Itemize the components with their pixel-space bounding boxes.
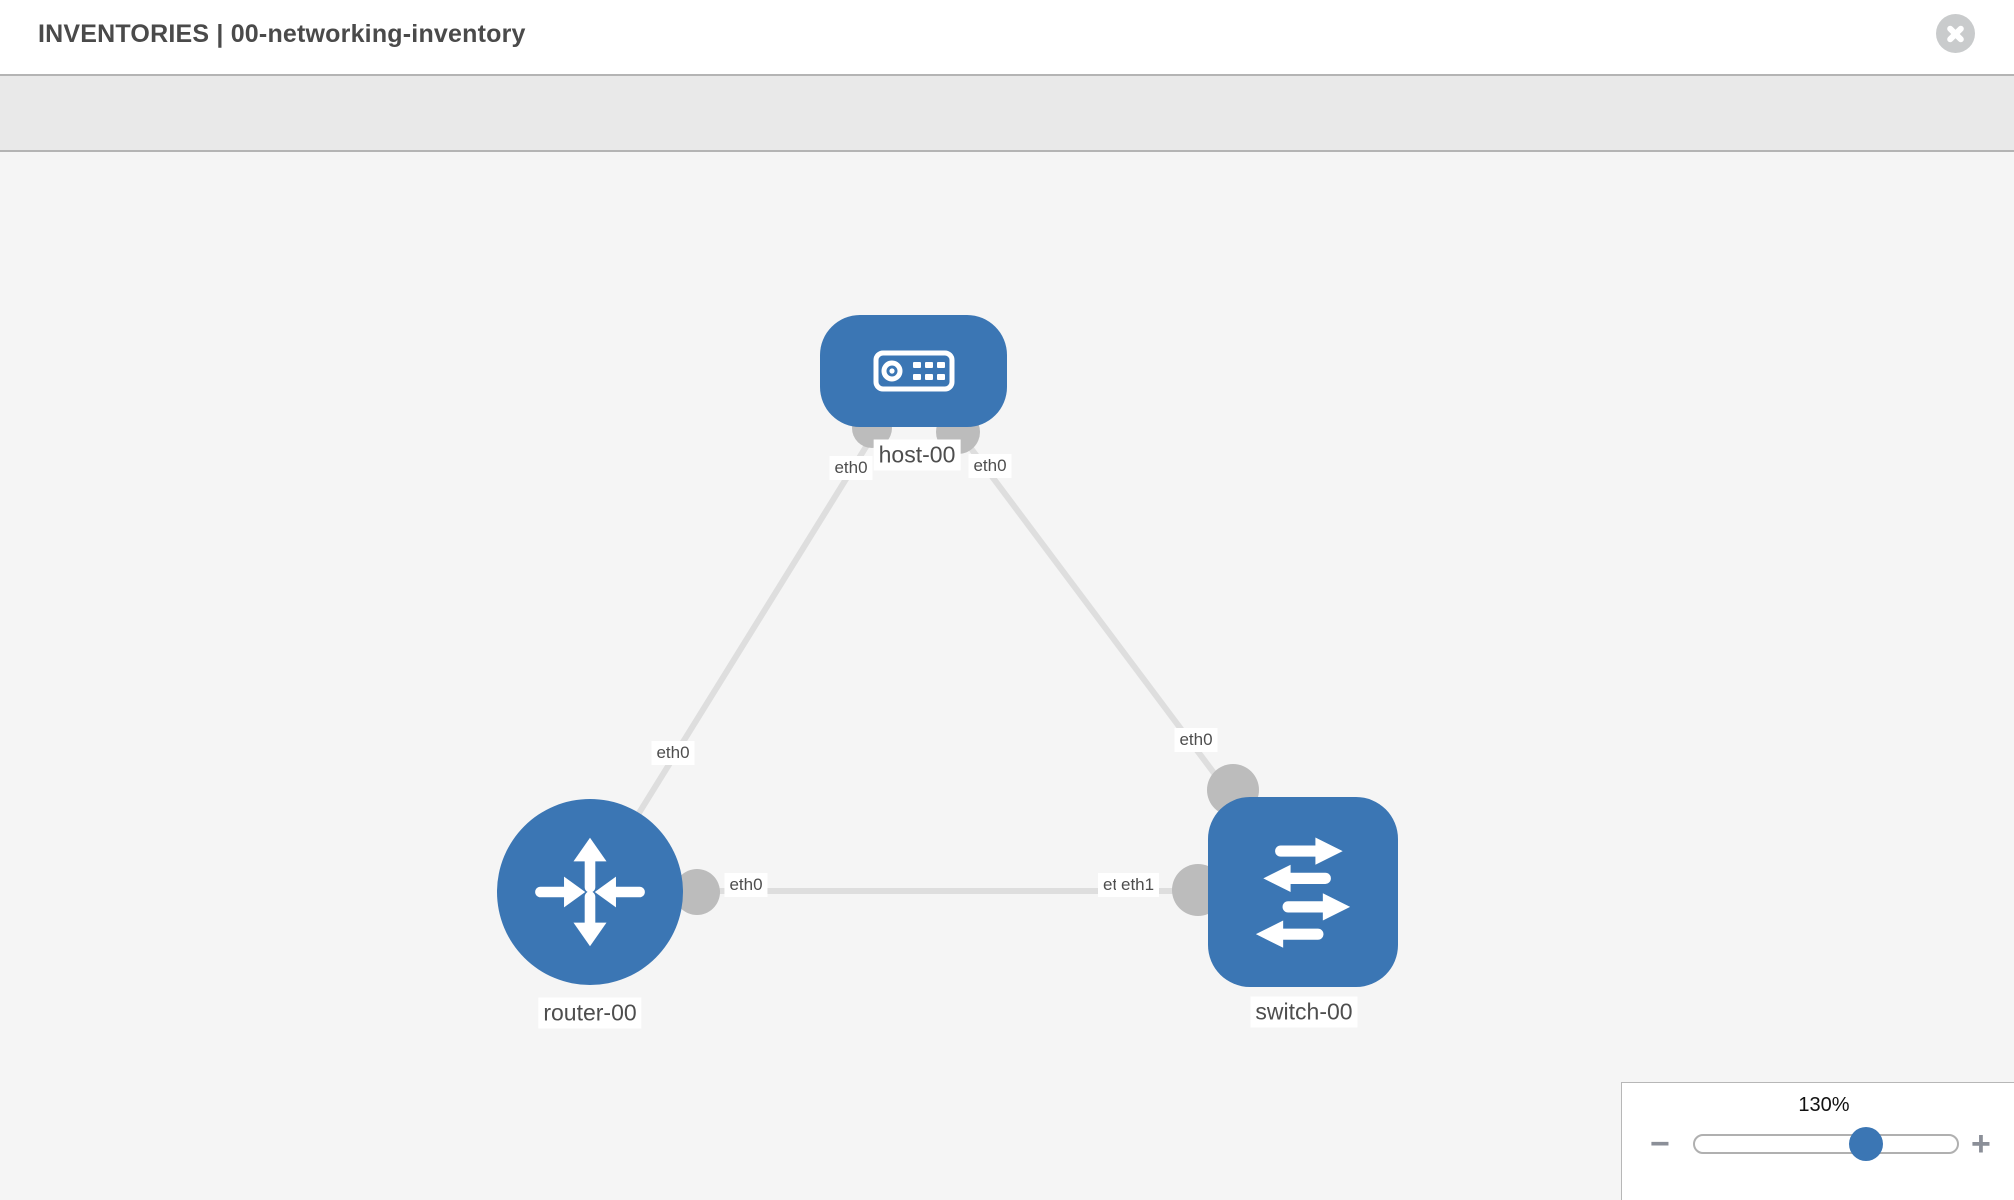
- interface-label-eth0: eth0: [829, 456, 873, 480]
- toolbar: ACTIONS SEARCH: [0, 74, 2014, 217]
- page-title: INVENTORIES | 00-networking-inventory: [38, 20, 526, 48]
- zoom-slider[interactable]: [1693, 1127, 1959, 1161]
- zoom-percent-label: 130%: [1798, 1094, 1850, 1116]
- header: INVENTORIES | 00-networking-inventory: [0, 0, 2014, 74]
- node-label-router-00: router-00: [538, 997, 642, 1029]
- node-router-00[interactable]: [497, 799, 683, 985]
- interface-label-eth0: eth0: [724, 873, 768, 897]
- topology-canvas[interactable]: eth0 host-00 eth0 eth0 eth0 eth0 eth0 et…: [0, 152, 2014, 1200]
- interface-label-eth0: eth0: [1174, 728, 1218, 752]
- node-label-host-00: host-00: [873, 439, 961, 471]
- interface-label-eth1: eth1: [1116, 873, 1160, 897]
- interface-label-eth0: eth0: [651, 741, 695, 765]
- connector-router-link3: [674, 869, 720, 915]
- links-layer: [587, 369, 1306, 916]
- switch-icon: [1255, 837, 1351, 948]
- node-host-00[interactable]: [820, 315, 1007, 427]
- node-switch-00[interactable]: [1208, 797, 1398, 987]
- zoom-in-button[interactable]: +: [1971, 1125, 1991, 1163]
- interface-label-eth0: eth0: [968, 454, 1012, 478]
- host-icon: [873, 350, 954, 392]
- close-button[interactable]: [1936, 14, 1975, 53]
- zoom-out-button[interactable]: −: [1650, 1125, 1670, 1163]
- node-label-switch-00: switch-00: [1250, 996, 1358, 1028]
- zoom-panel: 130% − +: [1621, 1082, 2014, 1200]
- router-icon: [535, 837, 645, 947]
- zoom-slider-knob[interactable]: [1849, 1127, 1883, 1161]
